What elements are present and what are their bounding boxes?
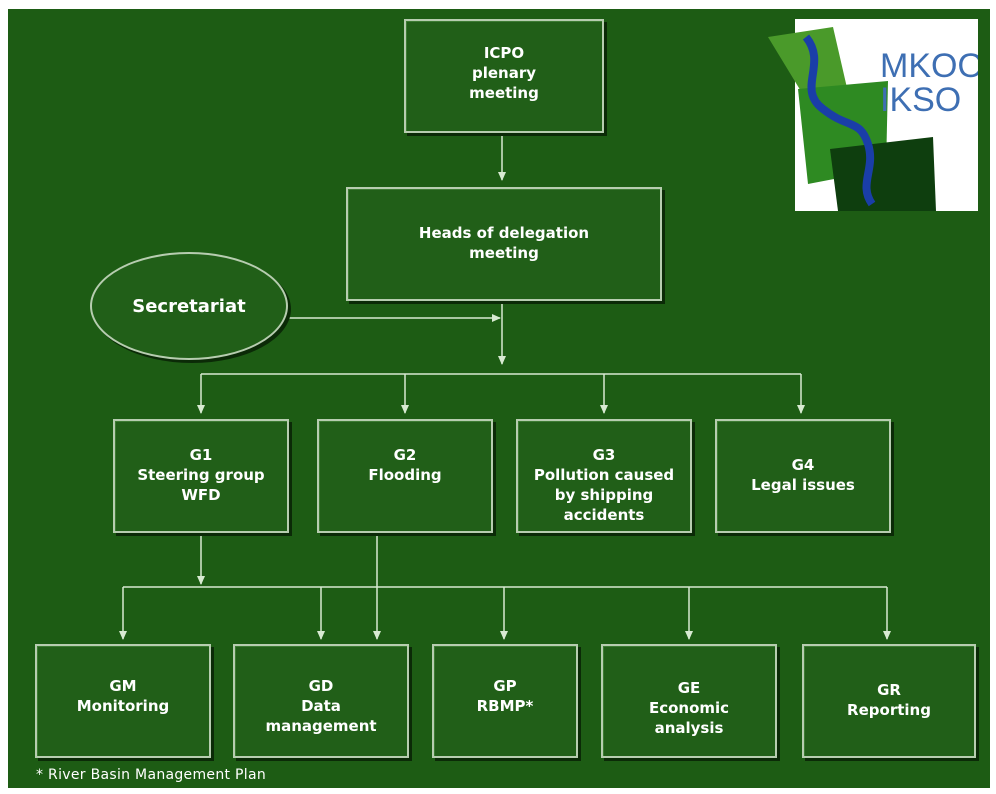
node-label: Steering group <box>137 466 265 484</box>
node-label: management <box>265 717 377 735</box>
node-label: Flooding <box>368 466 442 484</box>
node-label: GP <box>493 677 517 695</box>
node-label: accidents <box>563 506 645 524</box>
node-label: GE <box>677 679 701 697</box>
node-label: ICPO <box>483 44 525 62</box>
icpo-logo: MKOO IKSO <box>768 19 984 211</box>
node-label: meeting <box>469 244 539 262</box>
node-ge: GE Economic analysis <box>601 644 777 758</box>
node-label: GR <box>877 681 901 699</box>
node-label: RBMP* <box>476 697 534 715</box>
node-gp: GP RBMP* <box>432 644 578 758</box>
node-label: Secretariat <box>132 295 246 317</box>
node-g1: G1 Steering group WFD <box>113 419 289 533</box>
node-label: Data <box>301 697 341 715</box>
node-heads-of-delegation: Heads of delegation meeting <box>346 187 662 301</box>
node-label: Legal issues <box>751 476 855 494</box>
footnote-rbmp: * River Basin Management Plan <box>36 767 267 783</box>
node-label: G2 <box>393 446 417 464</box>
node-label: G1 <box>189 446 213 464</box>
node-g3: G3 Pollution caused by shipping accident… <box>516 419 692 533</box>
node-label: plenary <box>471 64 537 82</box>
node-gd: GD Data management <box>233 644 409 758</box>
node-gr: GR Reporting <box>802 644 976 758</box>
node-g2: G2 Flooding <box>317 419 493 533</box>
node-g4: G4 Legal issues <box>715 419 891 533</box>
node-label: Monitoring <box>76 697 170 715</box>
node-label: meeting <box>469 84 539 102</box>
node-label: analysis <box>654 719 724 737</box>
node-label: by shipping <box>554 486 654 504</box>
logo-text-ikso: IKSO <box>880 81 961 119</box>
node-label: Heads of delegation <box>418 224 590 242</box>
node-label: Pollution caused <box>533 466 675 484</box>
node-gm: GM Monitoring <box>35 644 211 758</box>
node-secretariat: Secretariat <box>90 252 288 360</box>
node-label: G4 <box>791 456 815 474</box>
logo-text-mkoo: MKOO <box>880 47 978 85</box>
node-plenary: ICPO plenary meeting <box>404 19 604 133</box>
org-chart: MKOO IKSO ICPO plenary meeting Heads of … <box>8 9 990 788</box>
node-label: Reporting <box>847 701 931 719</box>
node-label: G3 <box>592 446 616 464</box>
node-label: WFD <box>181 486 221 504</box>
node-label: Economic <box>648 699 730 717</box>
node-label: GD <box>308 677 334 695</box>
connector-lines <box>119 133 891 640</box>
node-label: GM <box>109 677 137 695</box>
